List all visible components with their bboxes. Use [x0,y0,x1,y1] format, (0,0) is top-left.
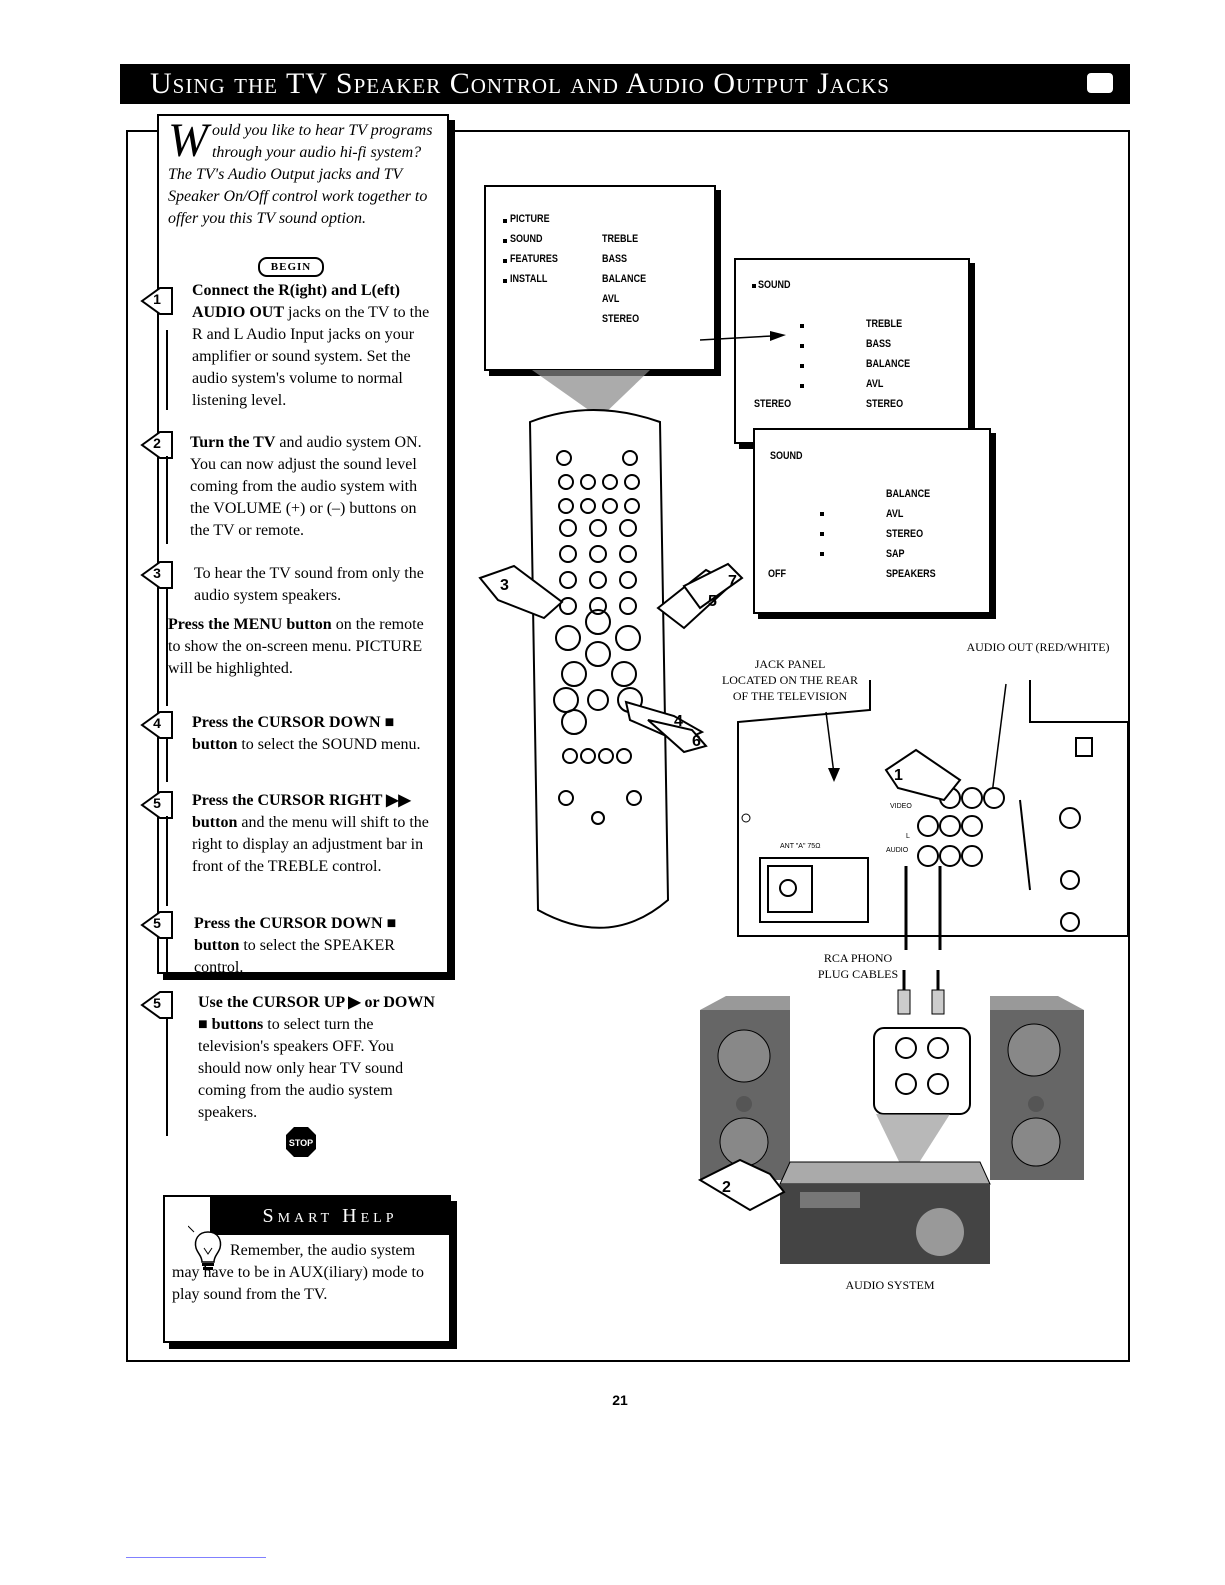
menu-bullet [800,324,804,328]
speakers-stereo: STEREO [886,528,924,540]
step-7-bar [166,1018,168,1136]
marker-2: 2 [722,1179,731,1196]
sound-value: STEREO [754,398,792,410]
sound-header: SOUND [758,279,791,291]
video-label: VIDEO [890,803,912,810]
speakers-balance: BALANCE [886,488,931,500]
menu-bullet [800,364,804,368]
jack-panel-label: JACK PANEL LOCATED ON THE REAR OF THE TE… [721,657,859,703]
marker-7: 7 [728,573,737,590]
step-1: Connect the R(ight) and L(eft) AUDIO OUT… [192,282,430,409]
step-2-bar [166,456,168,544]
menu-sub-treble: TREBLE [602,233,639,245]
frame-top-left [126,130,158,132]
tv-icon [1084,70,1116,96]
menu-item-features: FEATURES [510,253,558,265]
audio-jack-label: AUDIO [886,847,909,854]
lightbulb-icon [188,1225,228,1270]
audio-system-label: AUDIO SYSTEM [845,1278,935,1292]
menu-item-picture: PICTURE [510,213,550,225]
shift-arrow-icon [700,331,786,341]
menu-item-sound: SOUND [510,233,543,245]
sound-treble: TREBLE [866,318,903,330]
menu-bullet [503,259,507,263]
marker-1: 1 [894,767,903,784]
ant-label: ANT "A" 75Ω [780,843,820,850]
step-5: Press the CURSOR RIGHT ▶▶ button and the… [192,792,429,875]
step-4-bar [166,738,168,782]
smart-help-title: Smart Help [210,1197,450,1235]
sound-avl: AVL [866,378,884,390]
menu-sub-stereo: STEREO [602,313,640,325]
audio-out-label: AUDIO OUT (RED/WHITE) [966,640,1110,654]
frame-left [126,130,128,1362]
step-6-marker: 5 [140,910,174,940]
step-1-bar [166,330,168,410]
frame-top-right [449,130,1130,132]
menu-bullet [752,284,756,288]
menu-bullet [800,344,804,348]
rca-cables-label: RCA PHONO PLUG CABLES [817,951,899,981]
menu-sub-balance: BALANCE [602,273,647,285]
step-3-marker: 3 [140,560,174,590]
speakers-value: OFF [768,568,787,580]
menu-bullet [820,532,824,536]
smart-help-text: Remember, the audio system may have to b… [172,1242,424,1303]
sound-balance: BALANCE [866,358,911,370]
menu-screen-sound [734,258,970,444]
sound-bass: BASS [866,338,892,350]
speakers-avl: AVL [886,508,904,520]
menu-sub-avl: AVL [602,293,620,305]
l-label: L [906,833,910,840]
marker-6: 6 [692,733,701,750]
begin-badge: BEGIN [258,257,324,277]
menu-bullet [503,239,507,243]
remote-control-icon: 3 5 7 4 6 [478,370,744,929]
speakers-sap: SAP [886,548,905,560]
jack-panel-icon: 1 ANT "A" 75Ω VIDEO AUDIO L [737,680,1129,950]
footer-line [126,1557,266,1558]
drop-cap: W [168,114,208,167]
page-title: Using the TV Speaker Control and Audio O… [150,67,890,100]
menu-item-install: INSTALL [510,273,548,285]
marker-5: 5 [708,593,717,610]
step-7: Use the CURSOR UP ▶ or DOWN ■ buttons to… [198,994,435,1121]
frame-bottom [126,1360,1130,1362]
menu-screen-main [484,185,716,371]
page-number: 21 [612,1392,628,1408]
step-5-marker: 5 [140,790,174,820]
step-4: Press the CURSOR DOWN ■ button to select… [192,714,421,753]
step-7-marker: 5 [140,990,174,1020]
audio-system-icon: 2 [697,970,1084,1264]
intro-text: ould you like to hear TV programs throug… [168,122,433,227]
step-2: Turn the TV and audio system ON. You can… [190,434,422,539]
title-banner [120,64,1130,104]
speakers-speakers: SPEAKERS [886,568,936,580]
step-6: Press the CURSOR DOWN ■ button to select… [194,915,397,976]
speakers-header: SOUND [770,450,803,462]
menu-bullet [503,219,507,223]
marker-3: 3 [500,577,509,594]
svg-text:STOP: STOP [289,1138,313,1148]
marker-4: 4 [674,713,683,730]
menu-bullet [503,279,507,283]
step-1-marker: 1 [140,286,174,316]
step-3-bar [166,588,168,706]
sound-stereo: STEREO [866,398,904,410]
menu-screen-speakers [753,428,991,614]
step-2-marker: 2 [140,430,174,460]
menu-bullet [820,512,824,516]
step-3: To hear the TV sound from only the audio… [194,565,424,604]
step-6-bar [166,938,168,980]
stop-icon: STOP [286,1127,316,1157]
step-3-menu: Press the MENU button on the remote to s… [168,616,424,677]
step-5-bar [166,816,168,906]
menu-sub-bass: BASS [602,253,628,265]
menu-bullet [800,384,804,388]
menu-bullet [820,552,824,556]
step-4-marker: 4 [140,710,174,740]
